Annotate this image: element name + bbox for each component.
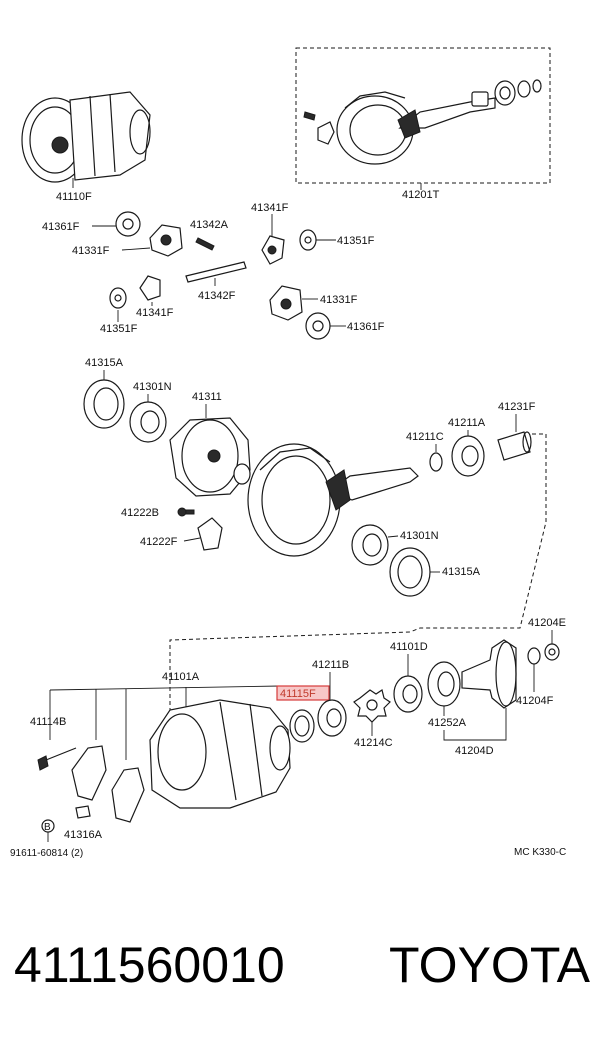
label-41361F-b: 41361F [347, 321, 385, 333]
pinion-bearing-front [451, 435, 485, 477]
thrust-washer-upper [115, 211, 141, 237]
label-41315A-b: 41315A [442, 566, 481, 578]
bearing-spacer [429, 452, 443, 472]
label-41115F: 41115F [280, 688, 316, 700]
label-41331F-b: 41331F [320, 294, 358, 306]
label-41211A: 41211A [448, 417, 486, 429]
drive-pinion [328, 467, 419, 501]
label-41231F: 41231F [498, 401, 536, 413]
label-41342A: 41342A [190, 219, 229, 231]
pinion-pin-small [195, 237, 215, 251]
bearing-cap-left [71, 745, 107, 801]
flange-washer [527, 647, 541, 665]
label-41341F-b: 41341F [136, 307, 174, 319]
companion-flange [461, 639, 517, 709]
adjusting-lock [75, 805, 91, 819]
label-41222F: 41222F [140, 536, 178, 548]
kit-lock-plate [317, 121, 335, 145]
kit-dashed-box [295, 47, 551, 184]
footer-bar: 4111560010 TOYOTA [0, 940, 600, 1020]
side-bearing-right [351, 524, 389, 566]
label-41351F-b: 41351F [100, 323, 138, 335]
kit-bearing [494, 80, 516, 106]
diff-case-row: 41315A 41301N 41311 41211C 41211A 41231F [83, 357, 547, 750]
assembly-case-body [69, 91, 151, 181]
pinion-shaft [185, 261, 247, 283]
label-41204E: 41204E [528, 617, 566, 629]
label-bolt-91611: 91611-60814 (2) [10, 848, 83, 859]
pinion-bearing-rear [317, 699, 347, 737]
label-41311: 41311 [192, 391, 222, 403]
label-41316A: 41316A [64, 829, 103, 841]
kit-pinion-shaft [398, 97, 496, 129]
highlight-box-41115F [276, 685, 330, 701]
cap-bolt [37, 755, 49, 771]
brand-name: TOYOTA [389, 937, 590, 993]
label-41361F-a: 41361F [42, 221, 80, 233]
kit-spacer [471, 91, 489, 107]
collapsible-spacer [497, 431, 531, 461]
callout-b-text: B [44, 822, 51, 833]
flange-nut [544, 643, 560, 661]
label-41101A: 41101A [162, 671, 200, 683]
label-41214C: 41214C [354, 737, 393, 749]
lock-plate [197, 517, 223, 551]
label-41101D: 41101D [390, 641, 428, 653]
part-number: 4111560010 [14, 937, 285, 993]
bearing-cap-right [111, 767, 145, 823]
differential-carrier [149, 699, 291, 809]
label-41204F: 41204F [516, 695, 554, 707]
assembly-guide-line [169, 433, 547, 750]
lock-washer-star [353, 689, 391, 723]
label-41211B: 41211B [312, 659, 349, 671]
label-41342F: 41342F [198, 290, 236, 302]
oil-deflector [427, 661, 461, 707]
label-41204D: 41204D [455, 745, 494, 757]
label-41331F-a: 41331F [72, 245, 110, 257]
diff-case-assembly: 41110F [21, 91, 151, 203]
label-41341F-a: 41341F [251, 202, 289, 214]
ring-pinion-kit-group: 41201T [295, 47, 551, 201]
pinion-gear-lower [139, 275, 161, 301]
label-41110F: 41110F [56, 191, 92, 203]
carrier-row: 41101A 41115F 41211B 41214C 41101D [10, 617, 566, 859]
oil-seal-41115F [289, 709, 315, 743]
label-41315A-a: 41315A [85, 357, 124, 369]
label-41252A: 41252A [428, 717, 467, 729]
diagram-code: MC K330-C [514, 847, 566, 858]
label-41301N-a: 41301N [133, 381, 172, 393]
front-oil-seal [393, 675, 423, 713]
side-bearing-left [129, 401, 167, 443]
label-41351F-a: 41351F [337, 235, 375, 247]
bearing-race-right [389, 547, 431, 597]
side-gear-set-upper: 41361F 41331F 41342A 41341F 41351F 41342… [42, 202, 385, 340]
label-41211C: 41211C [406, 431, 444, 443]
label-41301N-b: 41301N [400, 530, 439, 542]
label-41201T: 41201T [402, 189, 440, 201]
pinion-washer-upper [299, 229, 317, 251]
label-41114B: 41114B [30, 716, 66, 728]
kit-bolt [303, 111, 316, 121]
label-41222B: 41222B [121, 507, 159, 519]
thrust-washer-lower [305, 312, 331, 340]
pinion-washer-lower [109, 287, 127, 309]
